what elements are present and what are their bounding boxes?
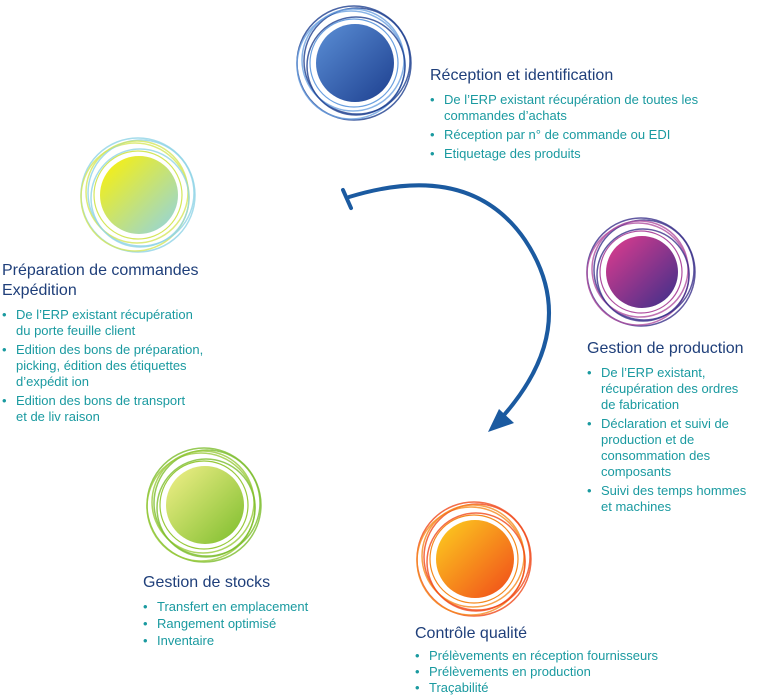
stage-items: •De l’ERP existant récupération de toute… [430,92,760,162]
orb-ring [90,148,190,248]
orb-ring [153,449,261,557]
reception-orb [296,5,412,121]
list-item: •Etiquetage des produits [430,146,581,161]
stage-title: Préparation de commandes Expédition [2,262,199,299]
list-item: •Inventaire [143,633,215,648]
orb-ring [593,219,695,321]
list-item: •Traçabilité [415,680,489,695]
list-item: •Edition des bons de transport et de liv… [2,393,186,424]
preparation-orb [80,137,196,253]
cycle-arc [347,183,551,427]
arrow-head [488,409,514,432]
orb-ring [156,458,256,558]
stocks-orb [146,447,262,563]
orb-ring [426,512,526,612]
list-item: •De l’ERP existant récupération de toute… [430,92,699,123]
orb-core [316,24,394,102]
list-item: •De l’ERP existant récupération du porte… [2,307,193,338]
stage-items: •Prélèvements en réception fournisseurs … [415,648,715,696]
stage-items: •De l’ERP existant, récupération des ord… [587,365,767,515]
orb-ring [306,16,406,116]
list-item: •Suivi des temps hommes et machines [587,483,747,514]
stage-items: •Transfert en emplacement •Rangement opt… [143,599,363,649]
stage-reception: Réception et identification •De l’ERP ex… [430,66,760,165]
stage-title: Gestion de production [587,340,744,357]
orb-core [436,520,514,598]
list-item: •De l’ERP existant, récupération des ord… [587,365,739,412]
list-item: •Rangement optimisé [143,616,277,631]
arc-start-tick [341,188,353,210]
orb-ring [596,228,690,322]
list-item: •Prélèvements en production [415,664,591,679]
list-item: •Déclaration et suivi de production et d… [587,416,729,479]
orb-core [166,466,244,544]
list-item: •Edition des bons de préparation, pickin… [2,342,204,389]
stage-title: Contrôle qualité [415,625,528,642]
orb-ring [87,139,195,247]
list-item: •Transfert en emplacement [143,599,309,614]
stage-qualite: Contrôle qualité •Prélèvements en récept… [415,624,715,696]
production-orb [586,217,696,327]
stage-preparation: Préparation de commandes Expédition •De … [2,261,262,428]
stage-title: Gestion de stocks [143,574,271,591]
orb-core [100,156,178,234]
stage-production: Gestion de production •De l’ERP existant… [587,339,767,518]
orb-ring [303,7,411,115]
stage-title: Réception et identification [430,67,614,84]
orb-core [606,236,678,308]
stage-items: •De l’ERP existant récupération du porte… [2,307,262,425]
list-item: •Prélèvements en réception fournisseurs [415,648,659,663]
orb-ring [423,503,531,611]
list-item: •Réception par n° de commande ou EDI [430,127,671,142]
qualite-orb [416,501,532,617]
stage-stocks: Gestion de stocks •Transfert en emplacem… [143,573,363,650]
